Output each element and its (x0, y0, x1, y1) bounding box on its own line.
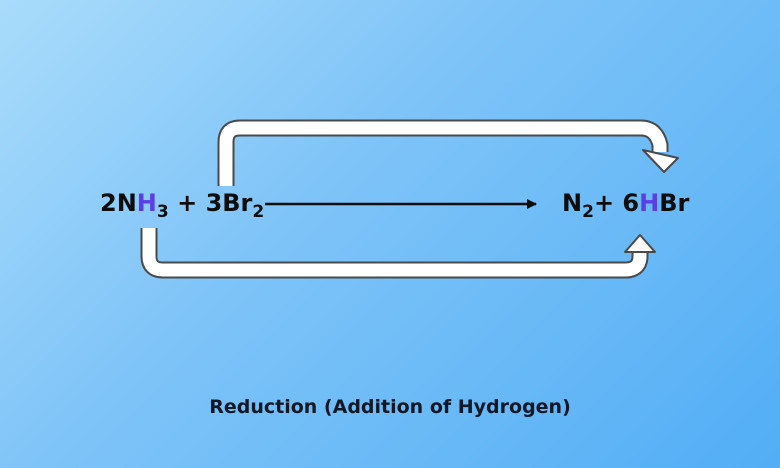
product-hydrogen-bromide: 6HBr (622, 189, 690, 217)
highlighted-hydrogen: H (136, 189, 157, 217)
highlighted-hydrogen-product: H (639, 189, 660, 217)
lower-curved-arrow-icon (140, 228, 656, 279)
reactant-plus: + (177, 189, 198, 217)
products: N2+ 6HBr (562, 189, 690, 222)
upper-curved-arrow-icon (217, 119, 679, 186)
caption: Reduction (Addition of Hydrogen) (209, 396, 571, 418)
product-plus: + (593, 189, 615, 217)
reactant-bromine: 3Br2 (205, 189, 265, 222)
reactants: 2NH3 + 3Br2 (100, 189, 265, 222)
reactant-ammonia: 2NH3 (100, 189, 169, 222)
product-nitrogen: N2 (562, 189, 594, 222)
